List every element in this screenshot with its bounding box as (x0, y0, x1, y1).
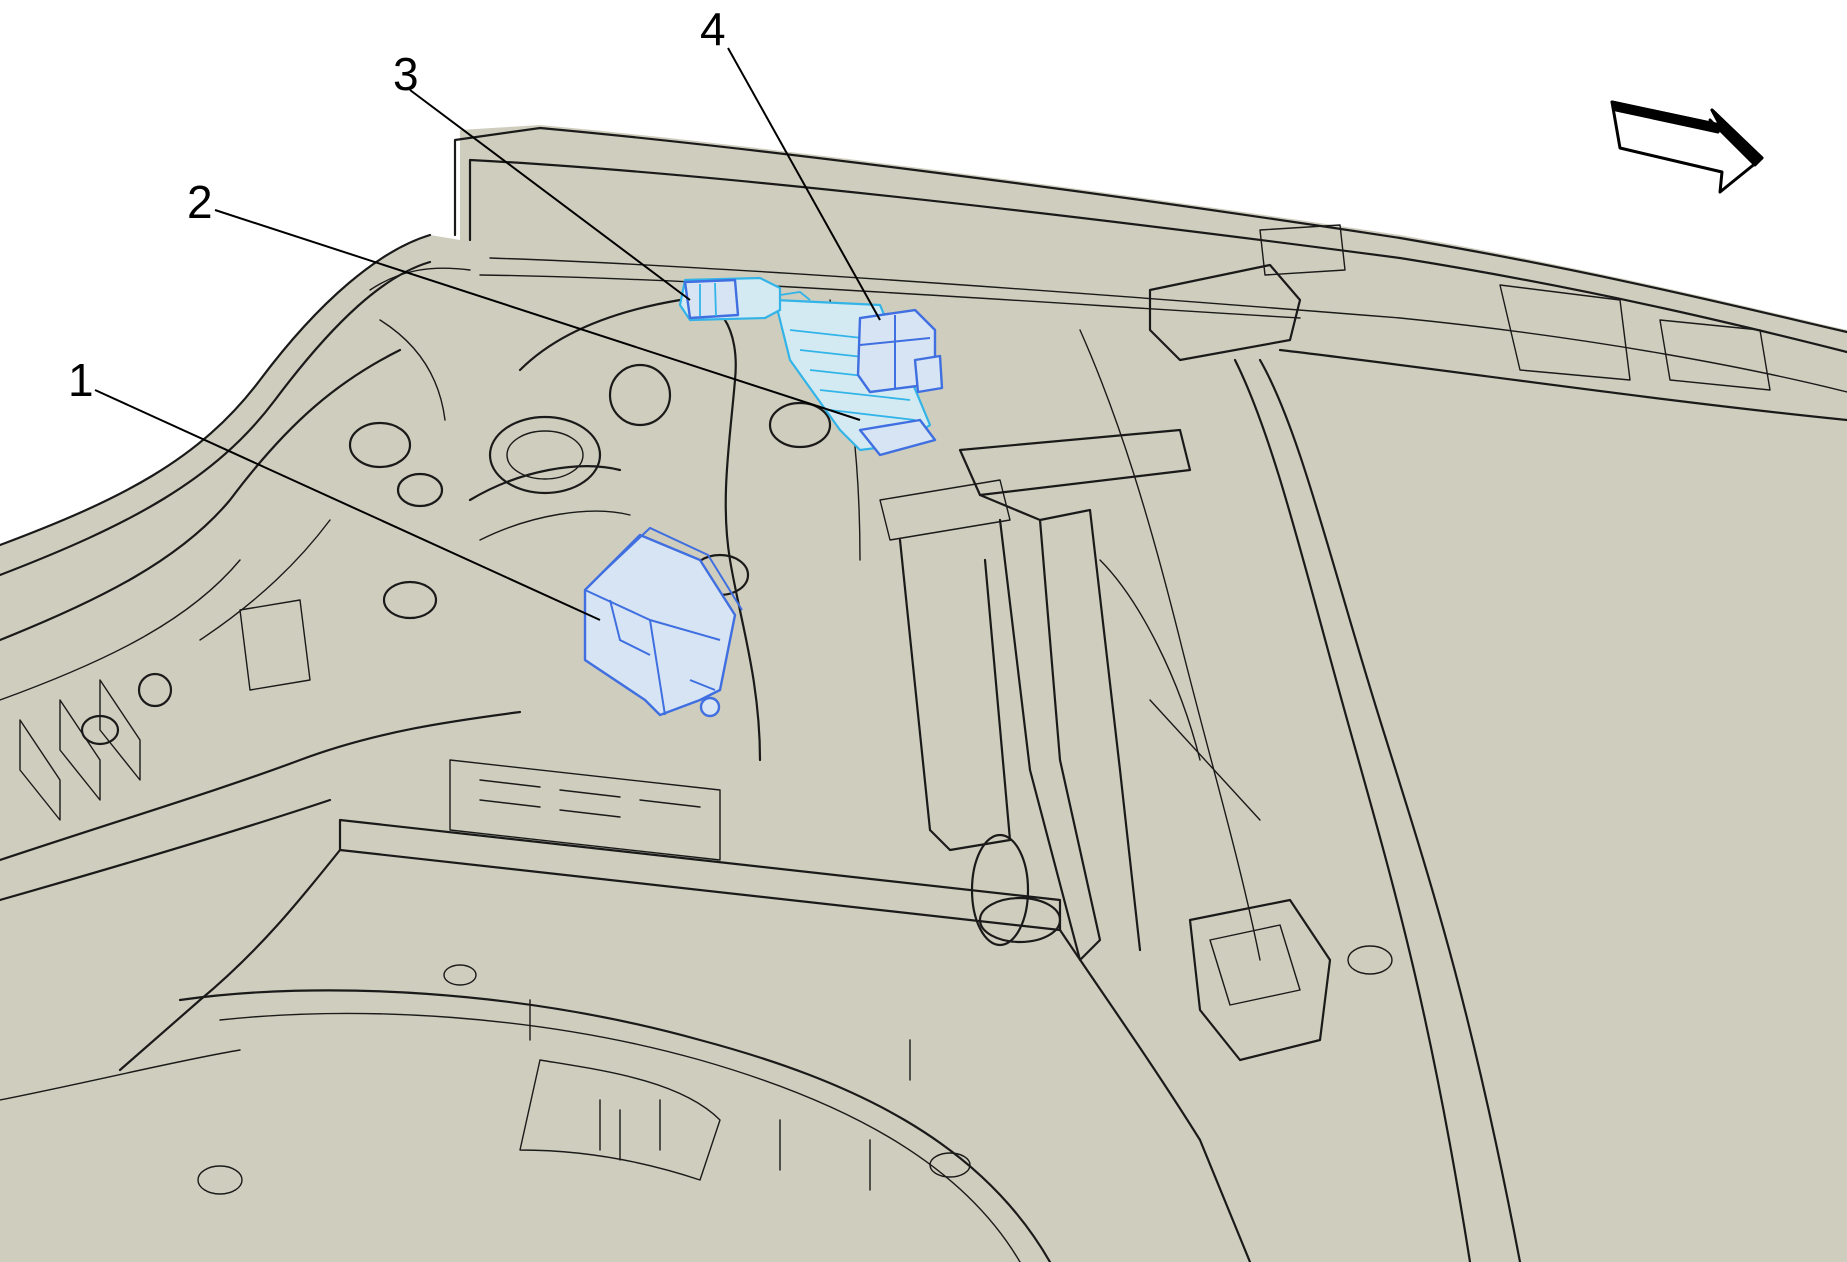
component-1-module (583, 526, 743, 718)
callout-label-4: 4 (700, 3, 726, 55)
component-3-connector (678, 276, 811, 322)
leader-line-2 (214, 209, 861, 421)
callout-label-2: 2 (187, 176, 213, 228)
component-4-module (856, 308, 944, 394)
leader-line-3 (409, 89, 691, 301)
leader-lines (94, 47, 881, 621)
rear-body-structure (0, 125, 1847, 1262)
leader-line-1 (94, 389, 601, 621)
callout-label-3: 3 (393, 48, 419, 100)
leader-line-4 (727, 47, 881, 321)
callout-label-1: 1 (68, 354, 94, 406)
forward-direction-arrow-icon (1610, 100, 1764, 194)
